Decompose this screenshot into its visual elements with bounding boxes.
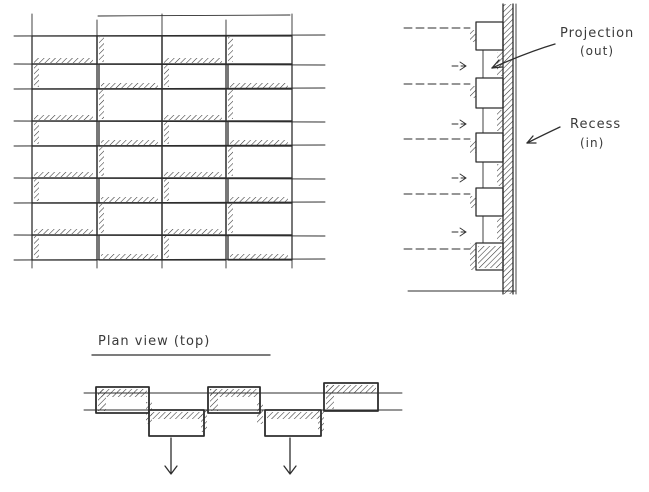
projection-annotation: Projection (out) [491,26,634,69]
shadow-hatch [99,90,104,119]
shadow-hatch [228,37,233,62]
brick [96,202,163,236]
down-arrow-icon [164,437,178,475]
shadow-hatch [34,65,39,87]
brick [31,120,98,147]
projection-label: Projection [560,26,634,41]
shadow-hatch [228,147,233,176]
projecting-brick [475,21,504,51]
shadow-hatch [228,204,233,233]
shadow-hatch [164,172,222,177]
shadow-hatch [34,229,93,234]
shadow-hatch [164,65,169,87]
shadow-hatch [101,140,158,145]
down-arrow-icon [283,437,297,475]
plan-projecting-unit [323,382,379,412]
shadow-hatch [99,147,104,176]
brick [31,177,98,204]
brick [161,120,227,147]
shadow-hatch [230,254,288,259]
shadow-hatch [164,58,222,63]
recess-sub-label: (in) [580,136,604,150]
shadow-hatch [34,179,39,201]
plan-projecting-unit [95,386,150,414]
brick [96,145,163,179]
shadow-hatch [99,204,104,233]
shadow-hatch [34,236,39,258]
shadow-hatch [230,83,288,88]
shadow-hatch [34,58,93,63]
brick [161,234,227,261]
shadow-hatch [164,236,169,258]
recess-arrow [526,126,561,144]
shadow-hatch [164,229,222,234]
plan-view-title: Plan view (top) [98,334,210,349]
brick [31,234,98,261]
brick [31,63,98,90]
shadow-hatch [34,122,39,144]
brick [96,88,163,122]
projecting-brick [475,77,504,109]
shadow-hatch [101,254,158,259]
plan-view: Plan view (top) [83,334,403,475]
brick [225,88,293,122]
projecting-brick [475,187,504,217]
wall-hatch [503,4,513,294]
plan-projecting-unit [207,386,261,414]
shadow-hatch [164,179,169,201]
projecting-brick [475,132,504,163]
shadow-hatch [99,37,104,62]
brick [225,145,293,179]
projection-sub-label: (out) [580,44,614,58]
recess-annotation: Recess (in) [526,117,621,150]
shadow-hatch [101,83,158,88]
brick [161,177,227,204]
brick [227,234,293,261]
shadow-hatch [34,172,93,177]
recess-label: Recess [570,117,621,132]
shadow-hatch [34,115,93,120]
brick [225,35,293,65]
shadow-hatch [230,197,288,202]
brick [225,202,293,236]
brick [161,63,227,90]
brick [96,35,163,65]
shadow-hatch [230,140,288,145]
section-rows [403,21,504,271]
shadow-hatch [164,122,169,144]
shadow-hatch [101,197,158,202]
projection-arrow [491,43,556,69]
facade-elevation [13,13,326,269]
shadow-hatch [164,115,222,120]
shadow-hatch [228,90,233,119]
